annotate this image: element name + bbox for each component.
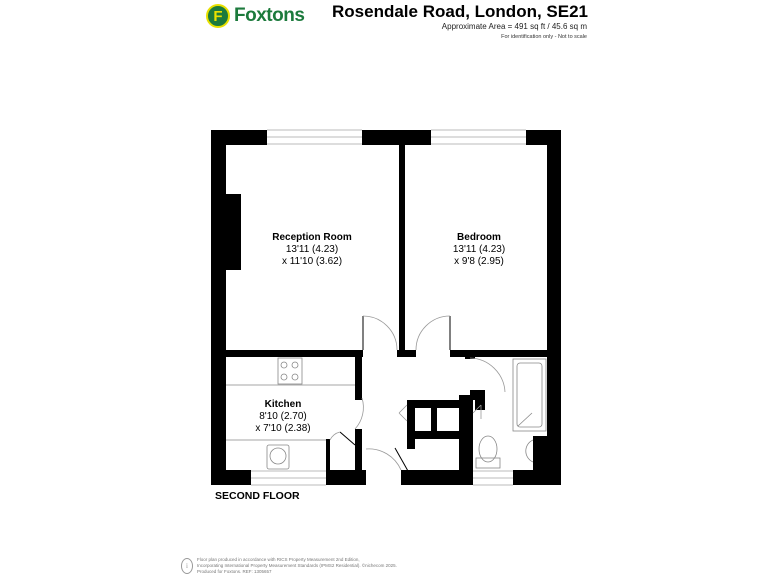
windows xyxy=(251,129,526,486)
doors xyxy=(339,316,451,472)
room-name: Bedroom xyxy=(457,232,501,243)
footer-line: Produced for Foxtons. REF: 1305657 xyxy=(197,569,272,574)
foxtons-logo-icon: F xyxy=(206,4,230,28)
room-name: Kitchen xyxy=(264,399,302,410)
kitchen-fixtures xyxy=(226,357,355,470)
walls xyxy=(211,130,561,485)
room-dim: x 7'10 (2.38) xyxy=(255,423,311,434)
basin-icon xyxy=(525,439,534,463)
room-dim: 13'11 (4.23) xyxy=(285,244,339,255)
room-bedroom: Bedroom 13'11 (4.23) x 9'8 (2.95) xyxy=(453,232,505,268)
scale-note: For identification only - Not to scale xyxy=(501,34,587,40)
hob-icon xyxy=(277,357,303,385)
floor-label: SECOND FLOOR xyxy=(215,490,300,502)
bath-icon xyxy=(512,358,547,432)
approximate-area: Approximate Area = 491 sq ft / 45.6 sq m xyxy=(441,22,587,31)
foxtons-logo: F Foxtons xyxy=(206,4,305,28)
room-dim: 13'11 (4.23) xyxy=(452,244,506,255)
door-swings xyxy=(329,315,506,471)
property-title: Rosendale Road, London, SE21 xyxy=(332,2,588,21)
footer-line: Floor plan produced in accordance with R… xyxy=(197,557,360,562)
info-icon: i xyxy=(181,558,193,574)
brand-name: Foxtons xyxy=(234,5,305,26)
footer-text: Floor plan produced in accordance with R… xyxy=(197,557,397,575)
room-name: Reception Room xyxy=(272,232,352,243)
toilet-icon xyxy=(478,435,498,463)
sink-icon xyxy=(266,444,290,470)
footer: i Floor plan produced in accordance with… xyxy=(181,557,397,575)
room-dim: x 9'8 (2.95) xyxy=(454,256,504,267)
room-reception: Reception Room 13'11 (4.23) x 11'10 (3.6… xyxy=(272,232,351,268)
room-kitchen: Kitchen 8'10 (2.70) x 7'10 (2.38) xyxy=(255,399,310,435)
bathroom-fixtures xyxy=(475,358,547,469)
footer-line: Incorporating International Property Mea… xyxy=(197,563,397,568)
room-dim: 8'10 (2.70) xyxy=(259,411,307,422)
room-dim: x 11'10 (3.62) xyxy=(281,256,343,267)
